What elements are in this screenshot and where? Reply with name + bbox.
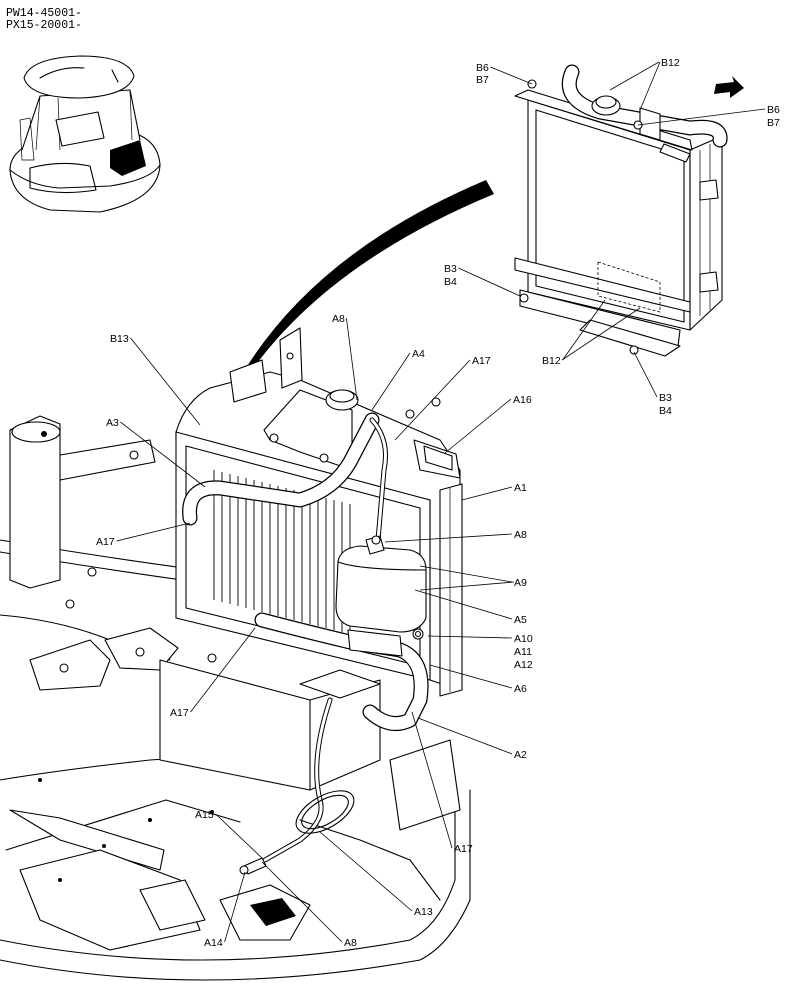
callout-label-B7-left: B7: [476, 74, 489, 86]
leader-line-A15: [215, 813, 263, 859]
callout-label-A10: A10: [514, 633, 533, 645]
reserve-tank: [299, 535, 427, 699]
leader-line-A17-bottom: [411, 711, 453, 849]
leader-line-B6-left: [490, 66, 533, 85]
callout-label-A8-top: A8: [332, 313, 345, 325]
callout-label-A9: A9: [514, 577, 527, 589]
callout-label-B3-left: B3: [444, 263, 457, 275]
leader-line-A8-mid: [384, 533, 513, 543]
callout-label-A16: A16: [513, 394, 532, 406]
leader-line-A2: [417, 717, 513, 755]
callout-label-B12-bottom: B12: [542, 355, 561, 367]
leader-line-B12-top: [609, 61, 660, 91]
callout-label-A14: A14: [204, 937, 223, 949]
callout-label-A17-top: A17: [472, 355, 491, 367]
callout-label-B6-left: B6: [476, 62, 489, 74]
leader-line-A17-low: [190, 627, 256, 713]
callout-label-A11: A11: [514, 646, 532, 658]
callout-label-A13: A13: [414, 906, 433, 918]
leader-line-B3-left: [458, 267, 521, 297]
callout-label-B12-top: B12: [661, 57, 680, 69]
leader-line-A8-top: [346, 317, 358, 401]
radiator-inset-view: [514, 64, 744, 357]
callout-label-A6: A6: [514, 683, 527, 695]
leader-line-A9: [419, 565, 513, 583]
leader-line-A3: [120, 421, 206, 488]
leader-line-A14: [224, 871, 246, 943]
callout-label-A3: A3: [106, 417, 119, 429]
leader-line-A17-left: [116, 522, 191, 542]
machine-locator-sketch: [9, 55, 161, 213]
leader-line-B6-right: [637, 108, 766, 126]
upper-frame: [0, 415, 471, 981]
callout-label-A8-bottom: A8: [344, 937, 357, 949]
callout-label-A12: A12: [514, 659, 533, 671]
leader-line-A5: [414, 589, 513, 620]
leader-line-A1: [461, 486, 513, 501]
serial-number-1: PW14-45001-: [6, 7, 82, 20]
front-direction-arrow-icon: [714, 76, 744, 98]
callout-label-A4: A4: [412, 348, 425, 360]
callout-label-A17-bottom: A17: [454, 843, 473, 855]
leader-line-B3-right: [633, 351, 658, 398]
callout-leaders: [116, 61, 766, 943]
callout-label-A8-mid: A8: [514, 529, 527, 541]
callout-label-B4-left: B4: [444, 276, 457, 288]
leader-line-A9-second: [419, 581, 515, 591]
leader-line-A10: [427, 635, 513, 639]
callout-label-A17-left: A17: [96, 536, 115, 548]
callout-label-B13: B13: [110, 333, 129, 345]
callout-label-B7-right: B7: [767, 117, 780, 129]
callout-label-B4-right: B4: [659, 405, 672, 417]
serial-number-2: PX15-20001-: [6, 19, 82, 32]
leader-line-B12-bottom-second: [561, 307, 641, 361]
callout-label-A5: A5: [514, 614, 527, 626]
leader-line-B12-top-second: [639, 61, 661, 111]
coolant-hoses: [182, 389, 429, 875]
leader-line-B13: [130, 337, 201, 426]
leader-line-A16: [444, 398, 512, 454]
callout-label-A2: A2: [514, 749, 527, 761]
view-direction-arrow: [246, 180, 494, 370]
callout-labels: B13A8A4A17A16A3A1A17A8A9A5A10A11A12A6A17…: [96, 57, 780, 949]
leader-line-B12-bottom: [562, 299, 606, 361]
callout-label-A17-low: A17: [170, 707, 189, 719]
callout-label-B6-right: B6: [767, 104, 780, 116]
leader-line-A17-top: [394, 359, 471, 441]
leader-line-A8-bottom: [261, 861, 343, 943]
callout-label-A15: A15: [195, 809, 214, 821]
callout-label-B3-right: B3: [659, 392, 672, 404]
leader-line-A13: [319, 831, 413, 912]
leader-line-A4: [371, 352, 411, 411]
leader-line-A6: [429, 664, 513, 689]
callout-label-A1: A1: [514, 482, 527, 494]
